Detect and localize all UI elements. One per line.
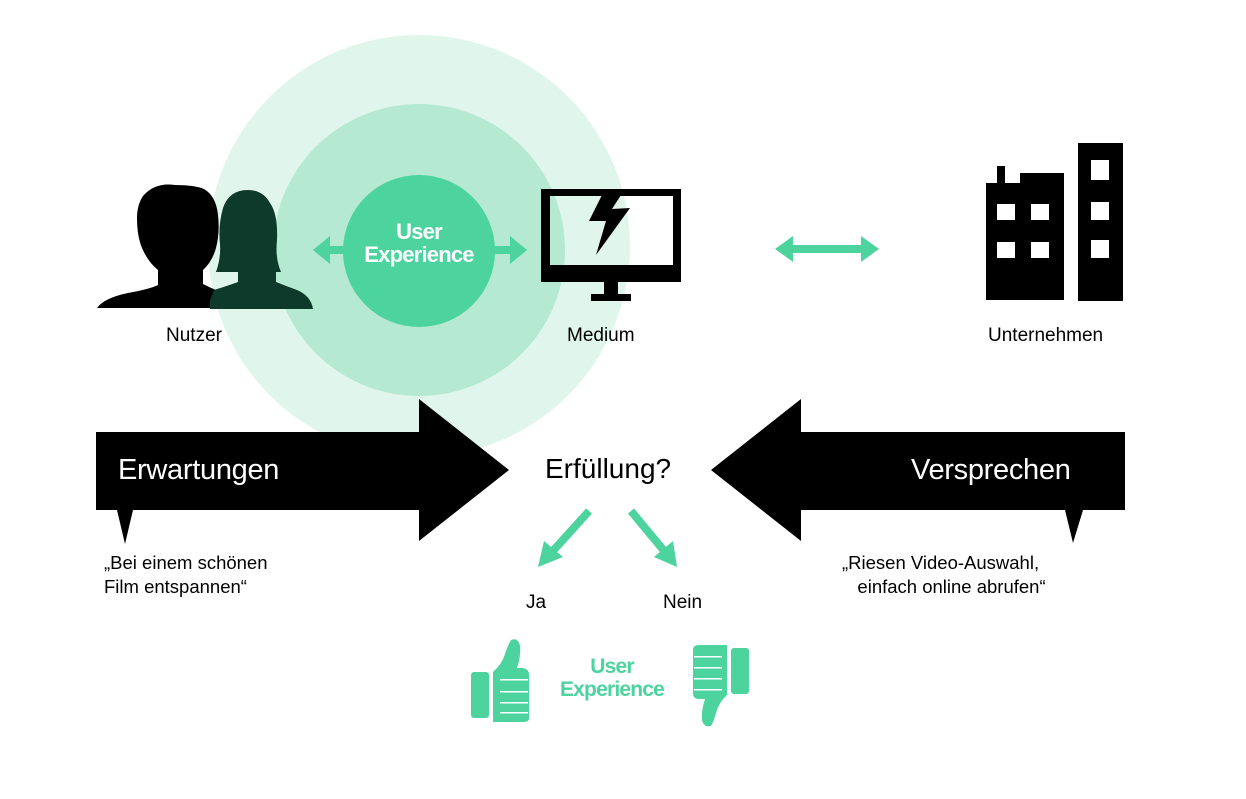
expectations-arrow bbox=[96, 399, 509, 544]
unternehmen-label: Unternehmen bbox=[988, 325, 1104, 346]
bottom-user-experience-label: User Experience bbox=[559, 655, 665, 701]
thumbs-down-icon bbox=[693, 645, 749, 727]
yes-label: Ja bbox=[526, 592, 547, 613]
double-arrow-icon bbox=[313, 236, 527, 264]
building-icon bbox=[986, 143, 1123, 301]
expectations-label: Erwartungen bbox=[118, 454, 280, 486]
fulfillment-question: Erfüllung? bbox=[545, 453, 672, 484]
thumbs-up-icon bbox=[471, 639, 529, 722]
users-icon bbox=[97, 184, 313, 309]
medium-label: Medium bbox=[567, 325, 635, 346]
promise-arrow bbox=[711, 399, 1125, 543]
double-arrow-icon bbox=[775, 236, 879, 262]
no-label: Nein bbox=[663, 592, 703, 613]
nutzer-label: Nutzer bbox=[166, 325, 222, 346]
inner-circle bbox=[343, 175, 495, 327]
yes-arrow-icon bbox=[538, 508, 592, 567]
promise-quote: „Riesen Video-Auswahl, einfach online ab… bbox=[842, 552, 1046, 597]
expectation-quote: „Bei einem schönen Film entspannen“ bbox=[104, 552, 268, 597]
monitor-icon bbox=[541, 189, 681, 301]
user-experience-label: User Experience bbox=[364, 219, 474, 267]
promise-label: Versprechen bbox=[911, 454, 1071, 486]
no-arrow-icon bbox=[627, 508, 677, 567]
lightning-icon bbox=[589, 195, 630, 255]
